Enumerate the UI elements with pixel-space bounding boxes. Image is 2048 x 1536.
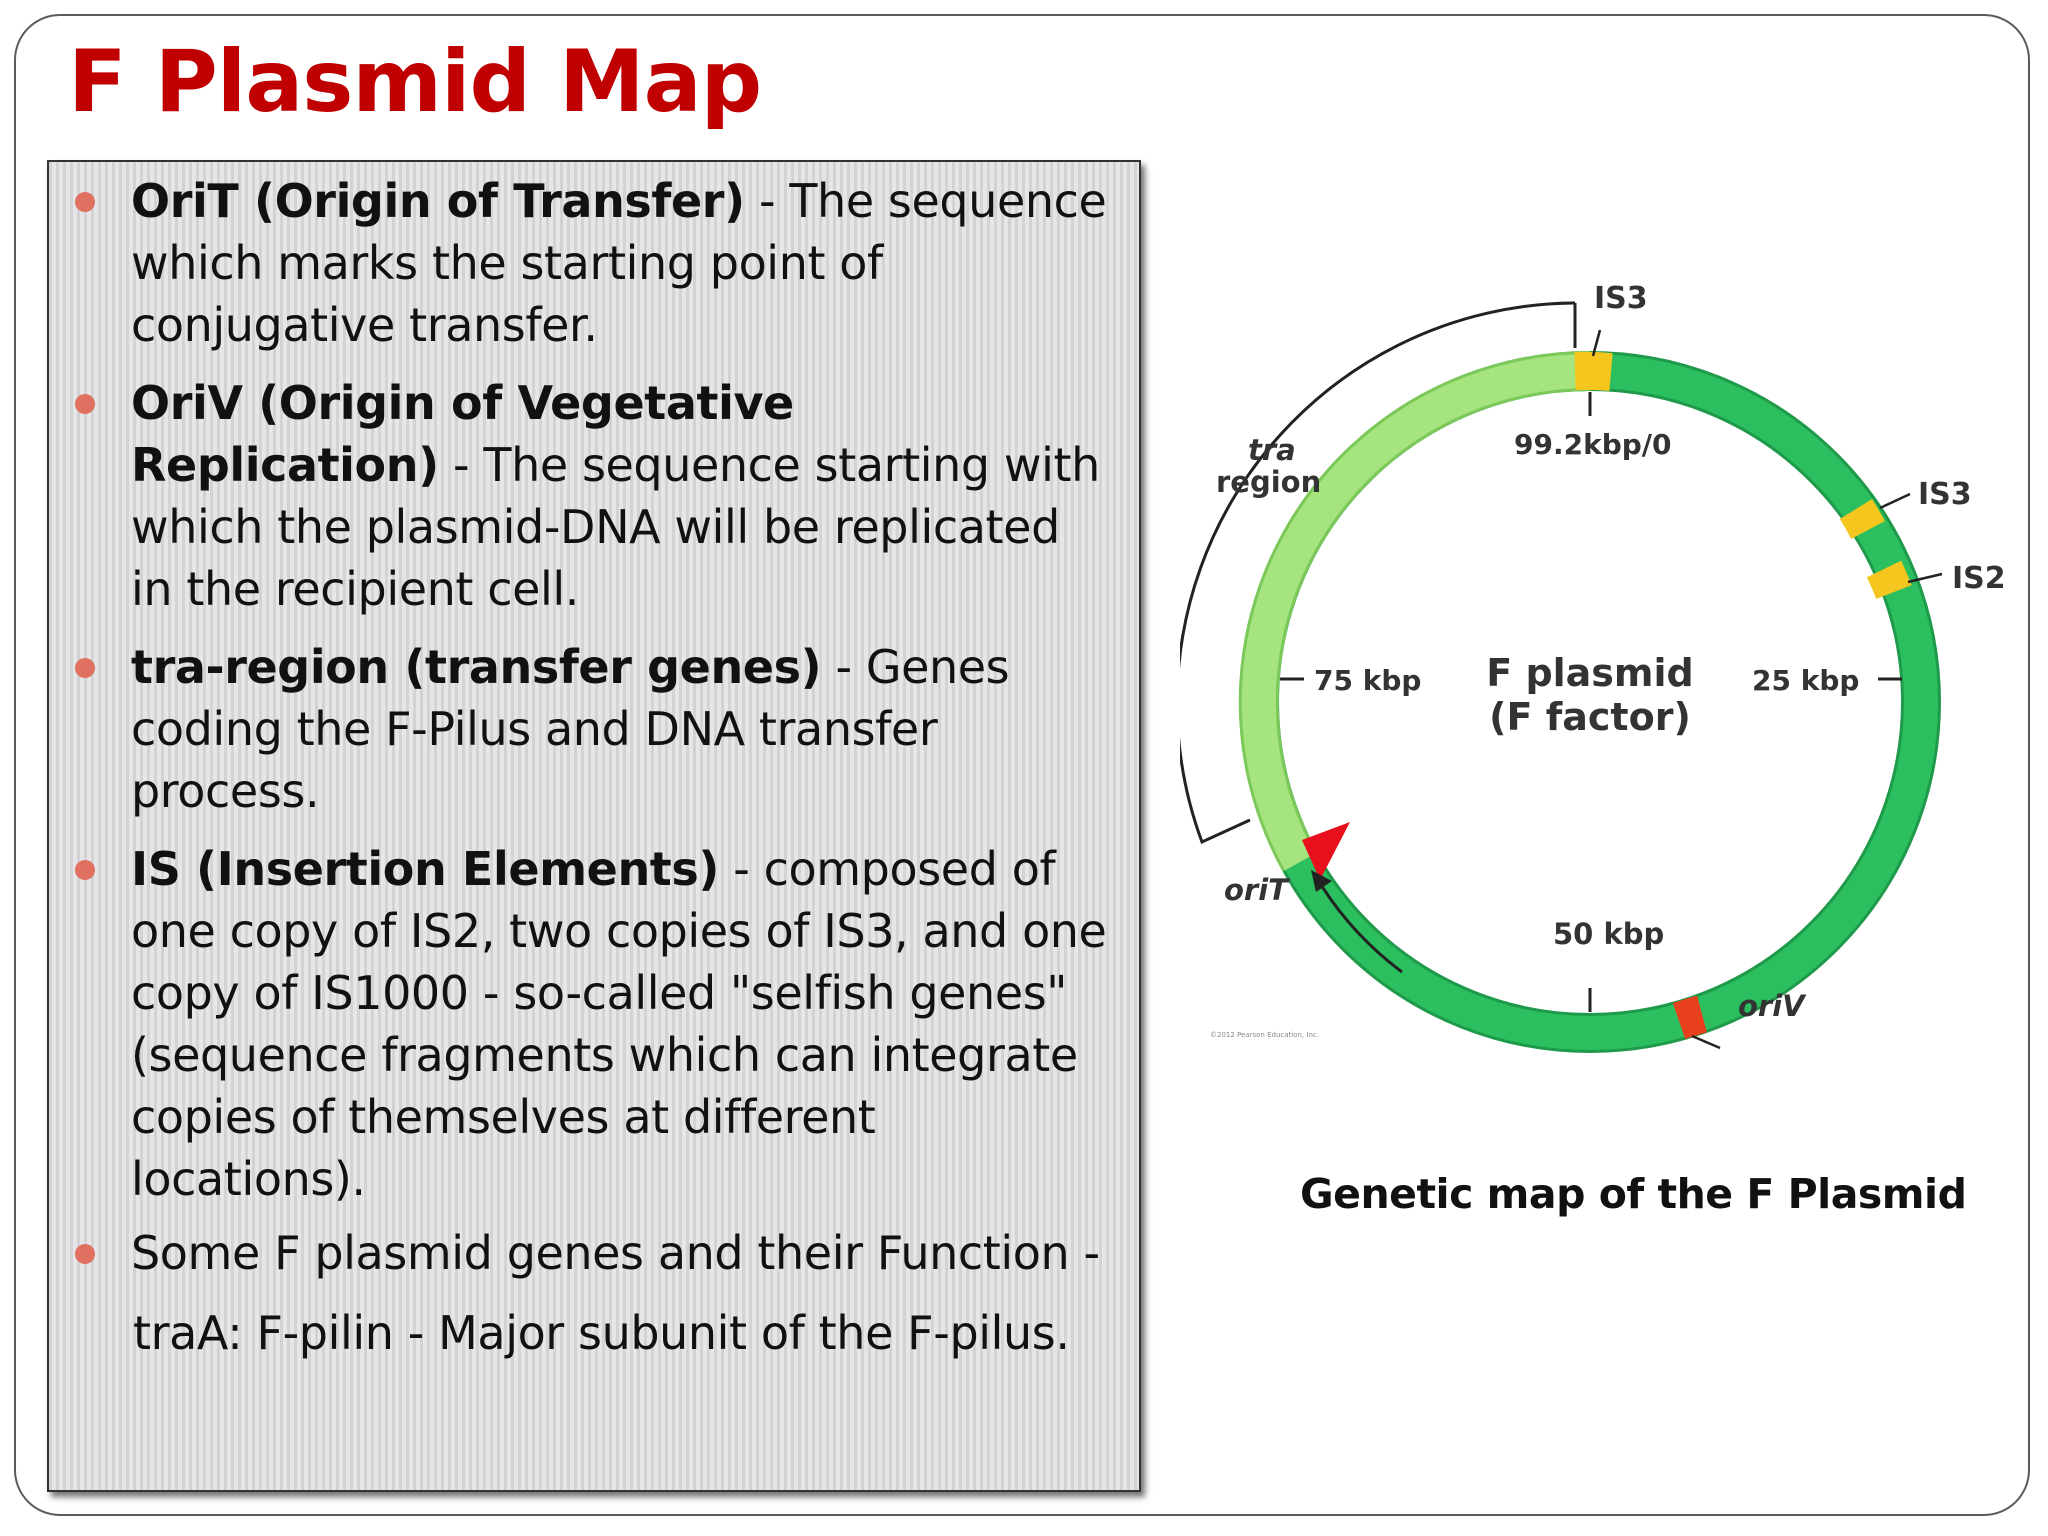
oriv-label: oriV (1738, 989, 1807, 1023)
bullet-desc: - The sequence starting with which the p… (131, 438, 1100, 616)
position-left-label: 75 kbp (1314, 664, 1421, 697)
bullet-dot (75, 658, 95, 678)
ring-tra-fill (1241, 354, 1591, 871)
orit-marker (1302, 822, 1350, 880)
oriv-leader (1691, 1034, 1721, 1050)
tra-region-bracket (1180, 301, 1575, 845)
bullet-term: tra-region (transfer genes) (131, 640, 822, 694)
is3-top-leader (1591, 329, 1602, 357)
plasmid-diagram: IS3 99.2kbp/0 IS3 IS2 tra region 75 kbp … (1180, 281, 2006, 1053)
center-label-line1: F plasmid (1486, 651, 1694, 695)
is2-label: IS2 (1952, 561, 2006, 596)
oriv-marker (1672, 995, 1708, 1040)
is3-right-marker (1839, 498, 1885, 539)
transfer-arrow-head (1311, 870, 1332, 892)
position-right-label: 25 kbp (1752, 664, 1859, 697)
bullet-term: OriT (Origin of Transfer) (131, 174, 745, 228)
is3-right-leader (1879, 492, 1911, 510)
tra-label-line2: region (1216, 465, 1321, 499)
bullet-term: OriV (Origin of Vegetative Replication) (131, 376, 794, 492)
bullet-orit: OriT (Origin of Transfer) - The sequence… (49, 170, 1109, 356)
orit-label: oriT (1224, 873, 1290, 907)
bullet-desc: - Genes coding the F-Pilus and DNA trans… (131, 640, 1010, 818)
diagram-caption: Genetic map of the F Plasmid (1300, 1170, 1967, 1218)
bullet-tra-region: tra-region (transfer genes) - Genes codi… (49, 636, 1109, 822)
bullet-dot (75, 394, 95, 414)
bullet-dot (75, 1244, 95, 1264)
bullet-desc: Some F plasmid genes and their Function … (131, 1226, 1100, 1280)
bullet-term: IS (Insertion Elements) (131, 842, 719, 896)
is2-leader (1907, 572, 1943, 584)
tra-label-line1: tra (1248, 433, 1296, 467)
copyright-label: ©2012 Pearson Education, Inc. (1210, 1031, 1319, 1039)
is3-top-marker (1574, 351, 1613, 391)
bullet-desc: - composed of one copy of IS2, two copie… (131, 842, 1107, 1206)
position-bottom-label: 50 kbp (1553, 917, 1664, 951)
bullet-oriv: OriV (Origin of Vegetative Replication) … (49, 372, 1109, 620)
gene-function-line: traA: F-pilin - Major subunit of the F-p… (133, 1306, 1070, 1360)
text-panel: OriT (Origin of Transfer) - The sequence… (47, 160, 1141, 1492)
bullet-genes: Some F plasmid genes and their Function … (49, 1222, 1109, 1284)
is3-top-label: IS3 (1594, 281, 1648, 316)
is2-marker (1866, 560, 1912, 600)
position-top-label: 99.2kbp/0 (1514, 428, 1672, 461)
center-label-line2: (F factor) (1489, 695, 1691, 739)
bullet-desc: - The sequence which marks the starting … (131, 174, 1107, 352)
transfer-arrow (1316, 879, 1403, 974)
is3-right-label: IS3 (1918, 477, 1972, 512)
bullet-dot (75, 860, 95, 880)
bullet-is: IS (Insertion Elements) - composed of on… (49, 838, 1109, 1210)
slide-title: F Plasmid Map (68, 32, 762, 132)
bullet-dot (75, 192, 95, 212)
